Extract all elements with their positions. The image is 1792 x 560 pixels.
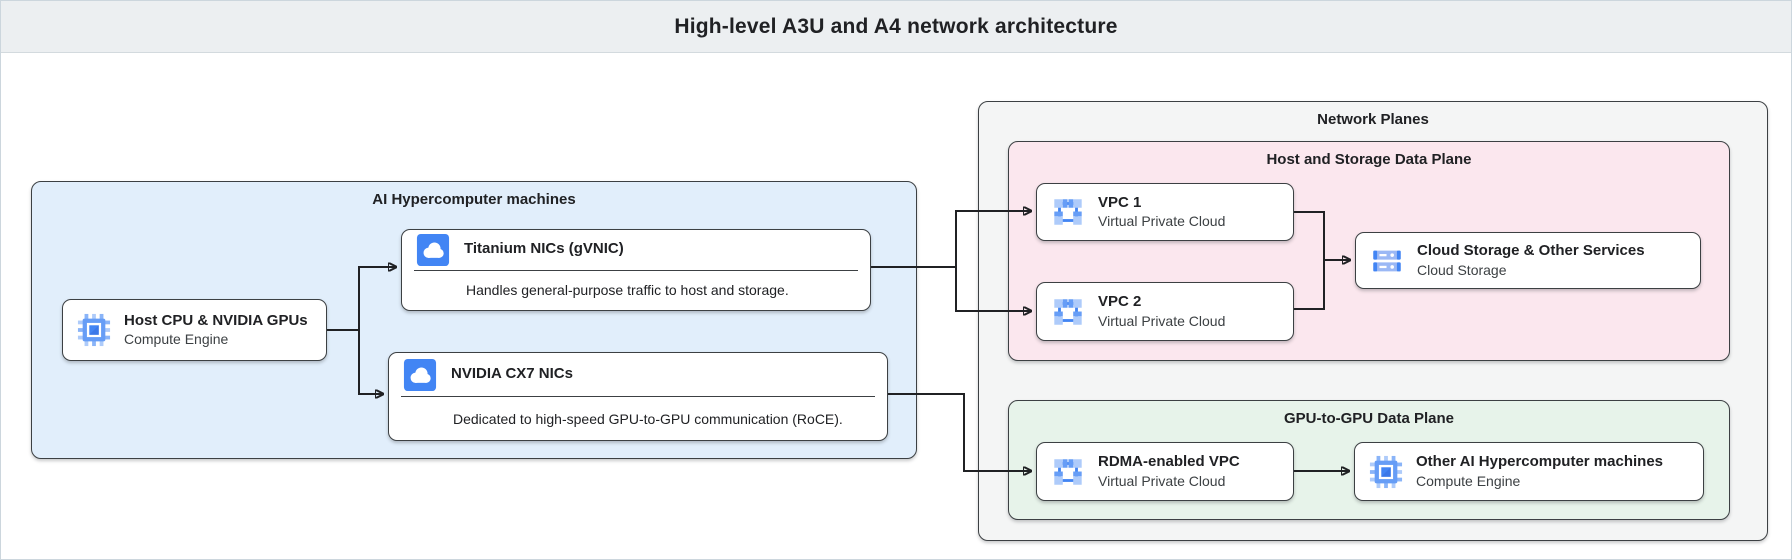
node-title: VPC 2: [1098, 293, 1142, 311]
node-subtitle: Cloud Storage: [1417, 261, 1507, 278]
vpc-icon: [1052, 197, 1084, 227]
divider: [414, 269, 858, 271]
node-subtitle: Compute Engine: [1416, 472, 1521, 489]
vpc-icon: [1052, 457, 1084, 486]
node-description: Dedicated to high-speed GPU-to-GPU commu…: [453, 410, 843, 427]
page-title: High-level A3U and A4 network architectu…: [674, 14, 1118, 38]
cloud-storage-icon: [1373, 250, 1401, 271]
node-vpc-1: VPC 1 Virtual Private Cloud: [1036, 183, 1294, 241]
node-subtitle: Virtual Private Cloud: [1098, 213, 1226, 230]
cloud-nic-icon: [403, 358, 437, 391]
node-title: Cloud Storage & Other Services: [1417, 242, 1645, 260]
node-cloud-storage-other-services: Cloud Storage & Other Services Cloud Sto…: [1355, 232, 1701, 289]
node-subtitle: Virtual Private Cloud: [1098, 472, 1226, 489]
node-vpc-2: VPC 2 Virtual Private Cloud: [1036, 282, 1294, 341]
node-host-cpu-gpus: Host CPU & NVIDIA GPUs Compute Engine: [62, 299, 327, 361]
gpu-to-gpu-data-plane-label: GPU-to-GPU Data Plane: [1283, 410, 1455, 427]
node-other-ai-hypercomputer-machines: Other AI Hypercomputer machines Compute …: [1354, 442, 1704, 501]
ai-hypercomputer-machines-label: AI Hypercomputer machines: [372, 191, 576, 208]
vpc-icon: [1052, 297, 1084, 326]
node-subtitle: Virtual Private Cloud: [1098, 312, 1226, 329]
node-rdma-enabled-vpc: RDMA-enabled VPC Virtual Private Cloud: [1036, 442, 1294, 501]
page-header: High-level A3U and A4 network architectu…: [1, 1, 1791, 53]
cloud-nic-icon: [416, 233, 450, 266]
node-subtitle: Compute Engine: [124, 331, 229, 348]
node-title: Titanium NICs (gVNIC): [464, 240, 624, 258]
node-title: VPC 1: [1098, 193, 1142, 211]
divider: [401, 396, 875, 397]
network-planes-label: Network Planes: [1317, 111, 1429, 128]
node-titanium-nics: Titanium NICs (gVNIC) Handles general-pu…: [401, 229, 871, 311]
host-storage-data-plane-label: Host and Storage Data Plane: [1266, 151, 1472, 168]
node-title: Other AI Hypercomputer machines: [1416, 453, 1664, 471]
node-title: RDMA-enabled VPC: [1098, 453, 1240, 471]
node-nvidia-cx7-nics: NVIDIA CX7 NICs Dedicated to high-speed …: [388, 352, 888, 441]
node-title: NVIDIA CX7 NICs: [451, 365, 573, 383]
compute-engine-icon: [77, 313, 111, 347]
compute-engine-icon: [1369, 455, 1403, 488]
node-description: Handles general-purpose traffic to host …: [466, 282, 789, 299]
node-title: Host CPU & NVIDIA GPUs: [124, 311, 308, 329]
